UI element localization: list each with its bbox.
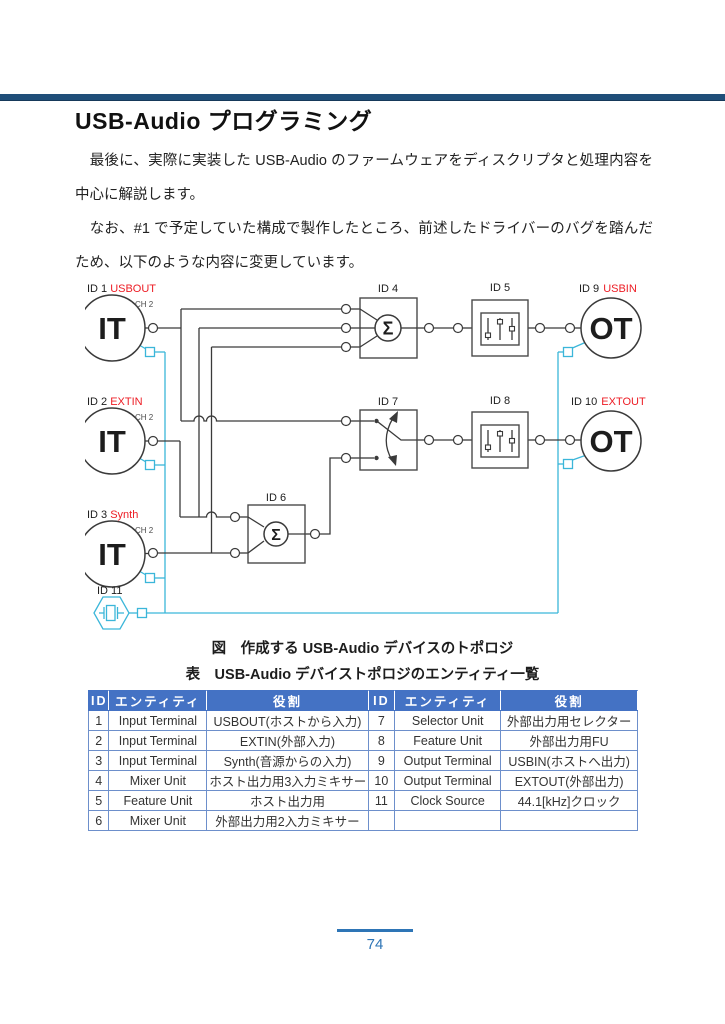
connector-pins [147, 303, 576, 559]
body-paragraph-2: なお、#1 で予定していた構成で製作したところ、前述したドライバーのバグを踏んだ… [75, 221, 653, 271]
clock-source-label: ID 11 [97, 585, 122, 597]
figure-caption: 図 作成する USB-Audio デバイスのトポロジ [211, 641, 514, 657]
svg-text:OT: OT [589, 311, 632, 346]
svg-text:CH 2: CH 2 [135, 526, 154, 535]
fader-icon [480, 312, 520, 346]
svg-text:ID 4: ID 4 [378, 283, 398, 295]
mixer-unit-4: ID 4 Σ [359, 283, 418, 359]
svg-text:ID 7: ID 7 [378, 396, 398, 408]
table-header-row: ID エンティティ 役割 ID エンティティ 役割 [87, 690, 638, 711]
feature-unit-5: ID 5 [471, 282, 529, 357]
col-header-id: ID [367, 690, 396, 711]
feature-unit-8: ID 8 [471, 395, 529, 469]
table-caption: 表 USB-Audio デバイストポロジのエンティティ一覧 [185, 667, 540, 683]
col-header-entity: エンティティ [394, 690, 502, 711]
svg-text:IT: IT [98, 424, 126, 459]
svg-text:CH 2: CH 2 [135, 413, 154, 422]
col-header-role: 役割 [206, 690, 369, 711]
body-paragraph-1: 最後に、実際に実装した USB-Audio のファームウェアをディスクリプタと処… [75, 153, 653, 203]
col-header-entity: エンティティ [108, 690, 208, 711]
svg-text:IT: IT [98, 311, 126, 346]
clock-network [93, 342, 586, 630]
svg-text:IT: IT [98, 537, 126, 572]
fader-icon [480, 424, 520, 458]
selector-switch-icon [385, 411, 398, 466]
sigma-icon: Σ [271, 527, 281, 544]
header-accent-bar [0, 94, 725, 101]
clock-source-node [93, 596, 148, 630]
col-header-id: ID [87, 690, 110, 711]
audio-wires [145, 308, 581, 555]
svg-text:ID 8: ID 8 [490, 395, 510, 407]
svg-text:ID 6: ID 6 [266, 492, 286, 504]
page-number: 74 [366, 936, 384, 953]
page-title: USB-Audio プログラミング [75, 108, 373, 134]
svg-text:ID 5: ID 5 [490, 282, 510, 294]
crystal-icon [99, 604, 124, 622]
sigma-icon: Σ [383, 319, 394, 339]
svg-text:OT: OT [589, 424, 632, 459]
mixer-unit-6: ID 6 Σ [247, 492, 306, 564]
col-header-role: 役割 [500, 690, 638, 711]
svg-text:CH 2: CH 2 [135, 300, 154, 309]
selector-unit-7: ID 7 [359, 396, 418, 471]
footer-divider [337, 929, 413, 932]
